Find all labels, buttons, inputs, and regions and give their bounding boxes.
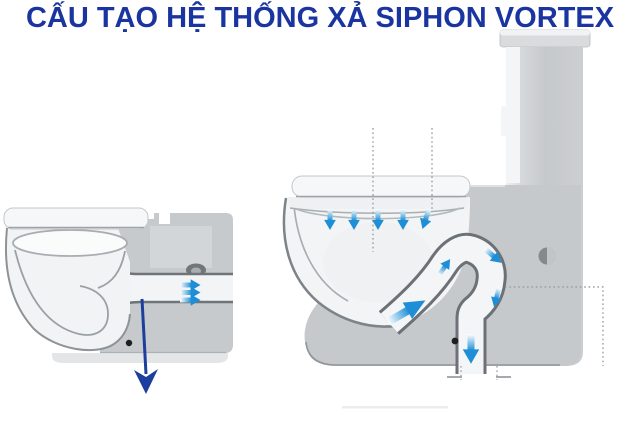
outlet-channel xyxy=(116,275,233,301)
page-title: CẤU TẠO HỆ THỐNG XẢ SIPHON VORTEX xyxy=(25,2,615,34)
tank-side-tab xyxy=(501,106,510,136)
base-edge-line xyxy=(305,341,560,366)
seat-lid xyxy=(291,175,471,198)
tank-lid-highlight xyxy=(500,30,590,36)
bowl-cross-section xyxy=(5,228,130,351)
fixing-dot xyxy=(451,337,459,345)
bowl-rim xyxy=(12,229,128,257)
inlet-hole-center xyxy=(191,267,201,275)
body-highlight xyxy=(150,226,212,268)
floor-shadow xyxy=(342,406,448,409)
drain-direction-arrow-icon xyxy=(134,298,158,394)
bowl-inner-shading xyxy=(323,222,433,302)
fixing-dot xyxy=(125,339,133,347)
seat-lid xyxy=(3,207,149,230)
bowl-funnel-line xyxy=(14,249,109,336)
flow-arrows-right xyxy=(180,279,201,306)
tank-front-highlight xyxy=(506,47,520,183)
guide-dotted-lines xyxy=(372,128,433,252)
right-toilet-diagram xyxy=(282,29,604,409)
left-toilet-diagram xyxy=(3,207,233,394)
siphon-trapway xyxy=(378,232,507,374)
bowl-inner-line xyxy=(97,250,126,289)
bowl-outline xyxy=(4,227,131,352)
bowl-outline xyxy=(282,197,397,328)
bowl-inner-wall-line xyxy=(293,205,349,302)
side-hole-highlight xyxy=(547,247,556,265)
rim-band xyxy=(288,197,470,209)
toilet-base xyxy=(52,353,228,363)
measurement-dotted-lines xyxy=(447,286,604,380)
measurement-dotted-line xyxy=(505,286,604,366)
